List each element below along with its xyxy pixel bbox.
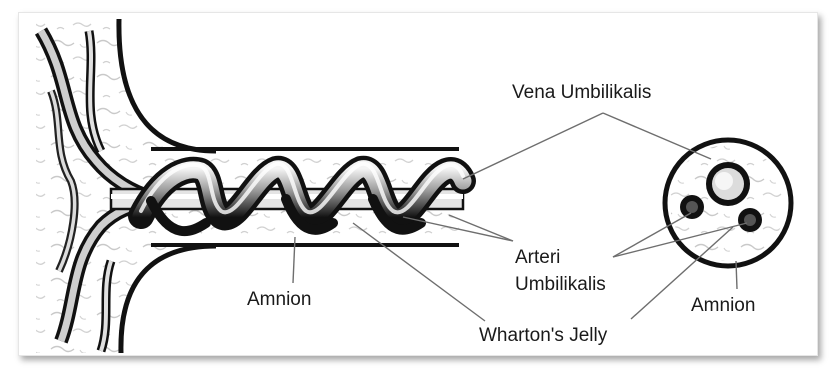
label-amnion-right: Amnion xyxy=(691,295,755,317)
cross-section xyxy=(665,140,791,266)
label-vena-umbilikalis: Vena Umbilikalis xyxy=(512,82,651,104)
label-arteri-line2: Umbilikalis xyxy=(515,274,606,296)
label-arteri-line1: Arteri xyxy=(515,247,560,269)
diagram-frame: Vena Umbilikalis Arteri Umbilikalis Amni… xyxy=(18,12,818,356)
label-amnion-left: Amnion xyxy=(247,289,311,311)
label-whartons-jelly: Wharton's Jelly xyxy=(479,325,607,347)
